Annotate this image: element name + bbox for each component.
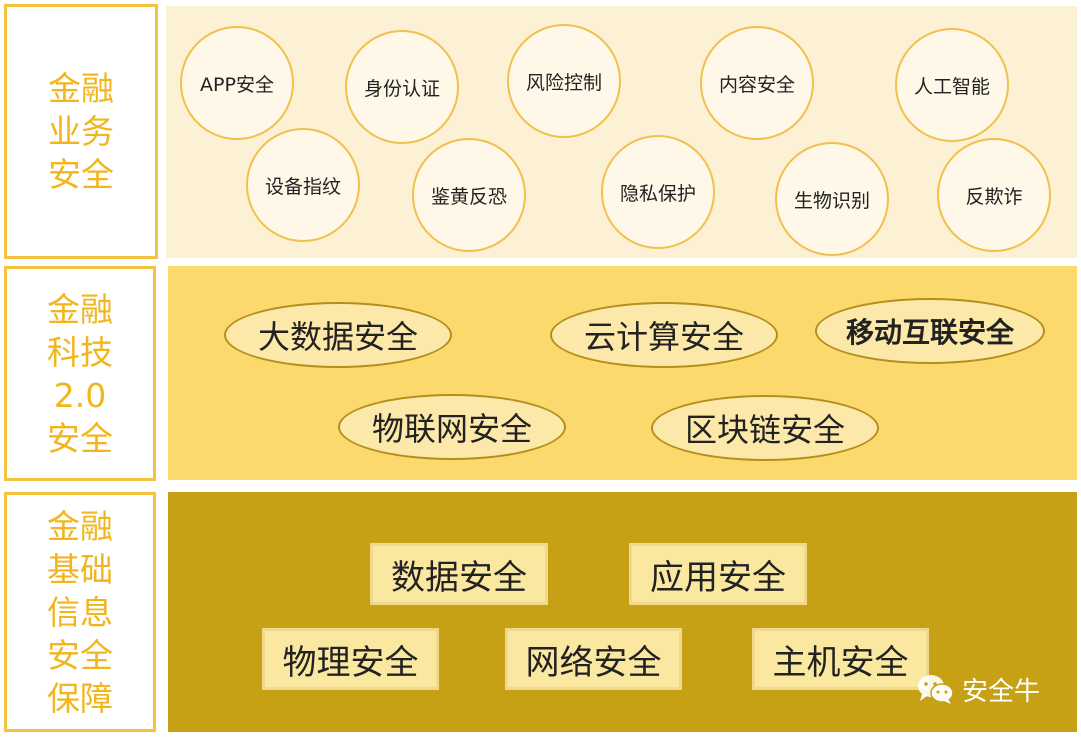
label-line: 金融: [47, 506, 113, 546]
item-network-security: 网络安全: [505, 628, 682, 690]
label-line: 基础: [47, 549, 113, 589]
wechat-icon: [918, 675, 954, 704]
item-risk-control: 风险控制: [507, 24, 621, 138]
watermark: 安全牛: [916, 668, 1040, 710]
item-cloud-security: 云计算安全: [550, 302, 778, 368]
item-mobile-internet-security: 移动互联安全: [815, 298, 1045, 364]
item-content-security: 内容安全: [700, 26, 814, 140]
label-line: 2.0: [53, 375, 107, 415]
label-line: 保障: [47, 678, 113, 718]
item-biometrics: 生物识别: [775, 142, 889, 256]
item-host-security: 主机安全: [752, 628, 929, 690]
item-ai: 人工智能: [895, 28, 1009, 142]
item-blockchain-security: 区块链安全: [651, 395, 879, 461]
label-line: 金融: [48, 69, 114, 108]
item-anti-fraud: 反欺诈: [937, 138, 1051, 252]
item-device-fingerprint: 设备指纹: [246, 128, 360, 242]
item-physical-security: 物理安全: [262, 628, 439, 690]
label-line: 安全: [47, 635, 113, 675]
label-line: 业务: [48, 112, 114, 151]
item-data-security: 数据安全: [370, 543, 548, 605]
layer-label-business-security: 金融 业务 安全: [4, 4, 158, 259]
item-app-security: APP安全: [180, 26, 294, 140]
item-iot-security: 物联网安全: [338, 394, 566, 460]
label-line: 金融: [47, 289, 113, 329]
item-big-data-security: 大数据安全: [224, 302, 452, 368]
watermark-text: 安全牛: [962, 676, 1041, 707]
item-porn-terror-filter: 鉴黄反恐: [412, 138, 526, 252]
layer-label-fintech-security: 金融 科技 2.0 安全: [4, 266, 156, 481]
label-line: 信息: [47, 592, 113, 632]
item-privacy-protection: 隐私保护: [601, 135, 715, 249]
layer-label-infosec-foundation: 金融 基础 信息 安全 保障: [4, 492, 156, 732]
label-line: 安全: [48, 155, 114, 194]
item-identity-auth: 身份认证: [345, 30, 459, 144]
label-line: 安全: [47, 418, 113, 458]
item-application-security: 应用安全: [629, 543, 807, 605]
label-line: 科技: [47, 332, 113, 372]
